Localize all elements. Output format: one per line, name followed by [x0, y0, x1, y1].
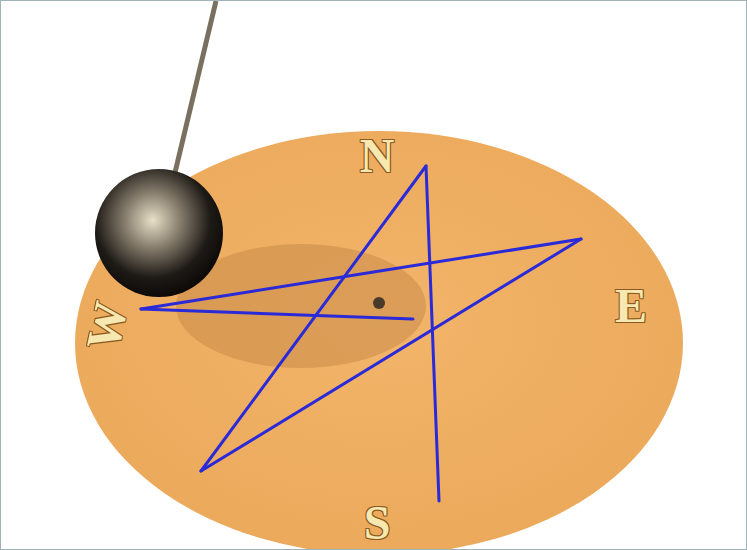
compass-disc [75, 131, 683, 550]
pendulum-wire [173, 1, 216, 181]
compass-direction: W [79, 298, 136, 355]
compass-direction: N [360, 132, 395, 180]
compass-direction: S [364, 499, 391, 547]
pendulum-bob [95, 169, 223, 297]
compass-direction: E [615, 282, 647, 330]
center-pin [373, 297, 385, 309]
